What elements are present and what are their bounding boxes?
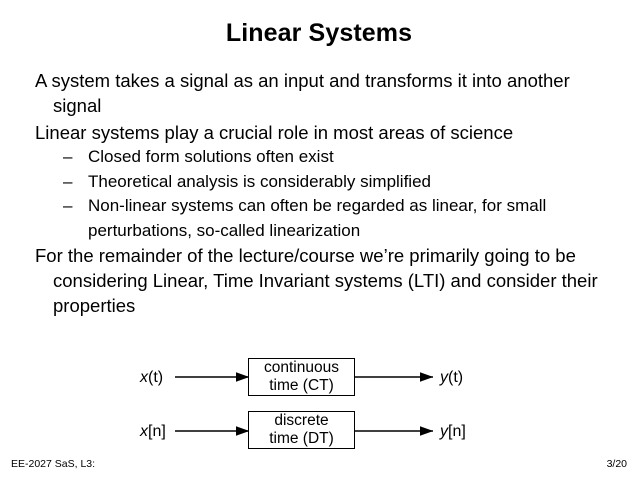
dt-input-arg: [n] (148, 423, 166, 440)
block-discrete-time[interactable]: discrete time (DT) (248, 411, 355, 449)
bullet-level2: – Closed form solutions often exist (0, 145, 638, 170)
bullet-text: Theoretical analysis is considerably sim… (88, 171, 431, 191)
block-continuous-time[interactable]: continuous time (CT) (248, 358, 355, 396)
dt-output-var: y (440, 423, 448, 440)
bullet-level1: For the remainder of the lecture/course … (0, 243, 638, 318)
dt-input-var: x (140, 423, 148, 440)
block-label-line1: discrete (274, 412, 329, 429)
ct-input-arg: (t) (148, 369, 164, 386)
dash-marker: – (63, 171, 73, 191)
dash-marker: – (63, 196, 73, 215)
dt-input-signal-label: x[n] (140, 423, 166, 441)
block-label-line2: time (CT) (269, 377, 334, 394)
footer-page-number: 3/20 (606, 458, 627, 470)
bullet-list: A system takes a signal as an input and … (0, 68, 638, 318)
block-label-line1: continuous (264, 359, 339, 376)
page-title: Linear Systems (225, 19, 413, 47)
dt-output-arg: [n] (448, 423, 466, 440)
bullet-text: Non-linear systems can often be regarded… (88, 196, 547, 240)
bullet-text: For the remainder of the lecture/course … (35, 245, 598, 316)
bullet-level2: – Non-linear systems can often be regard… (0, 194, 638, 243)
footer-course-label: EE-2027 SaS, L3: (11, 458, 96, 470)
bullet-text: A system takes a signal as an input and … (35, 70, 570, 116)
ct-input-var: x (140, 369, 148, 386)
ct-output-var: y (440, 369, 448, 386)
bullet-level2: – Theoretical analysis is considerably s… (0, 170, 638, 195)
bullet-level1: Linear systems play a crucial role in mo… (0, 120, 638, 145)
dt-output-signal-label: y[n] (440, 423, 466, 441)
block-label-line2: time (DT) (269, 430, 334, 447)
bullet-text: Closed form solutions often exist (88, 147, 334, 166)
bullet-level1: A system takes a signal as an input and … (0, 68, 638, 118)
ct-output-signal-label: y(t) (440, 369, 463, 387)
dash-marker: – (63, 147, 73, 166)
bullet-text: Linear systems play a crucial role in mo… (35, 122, 514, 143)
ct-input-signal-label: x(t) (140, 369, 163, 387)
ct-output-arg: (t) (448, 369, 464, 386)
